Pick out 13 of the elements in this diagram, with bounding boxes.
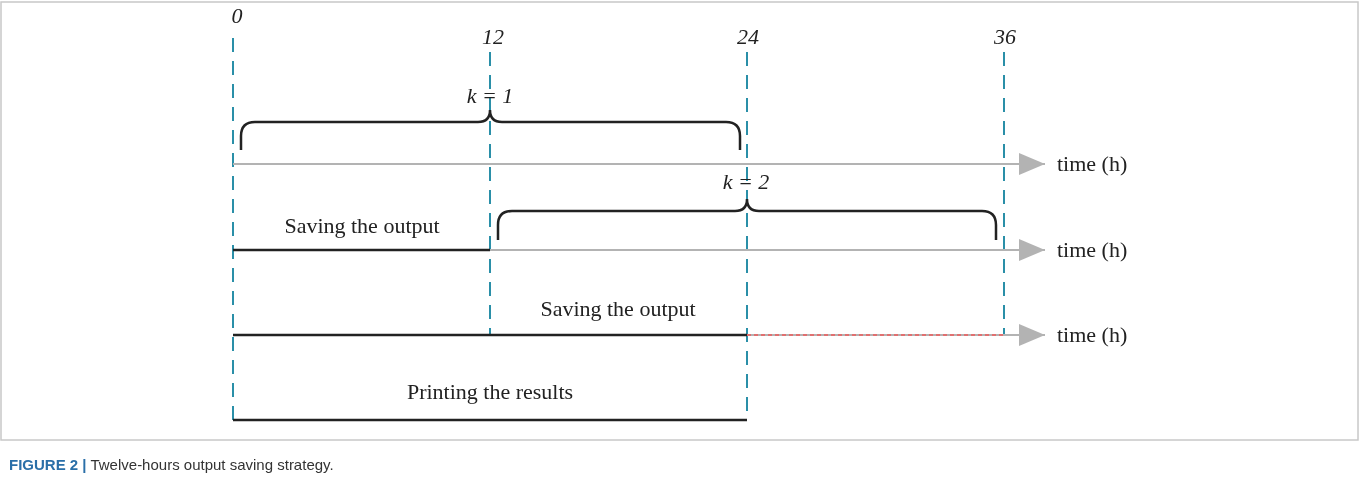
tick-label: 36 (994, 26, 1016, 48)
interval-label: Saving the output (284, 215, 440, 237)
tick-label: 0 (231, 5, 243, 27)
period-label: k = 1 (466, 85, 514, 107)
tick-label: 12 (482, 26, 504, 48)
interval-label: Printing the results (406, 381, 574, 403)
figure-caption: FIGURE 2 | Twelve-hours output saving strategy. (9, 456, 334, 473)
axis-label: time (h) (1057, 153, 1128, 175)
axis-label: time (h) (1057, 239, 1128, 261)
tick-label: 24 (737, 26, 759, 48)
period-label: k = 2 (722, 171, 770, 193)
interval-label: Saving the output (540, 298, 696, 320)
axis-label: time (h) (1057, 324, 1128, 346)
